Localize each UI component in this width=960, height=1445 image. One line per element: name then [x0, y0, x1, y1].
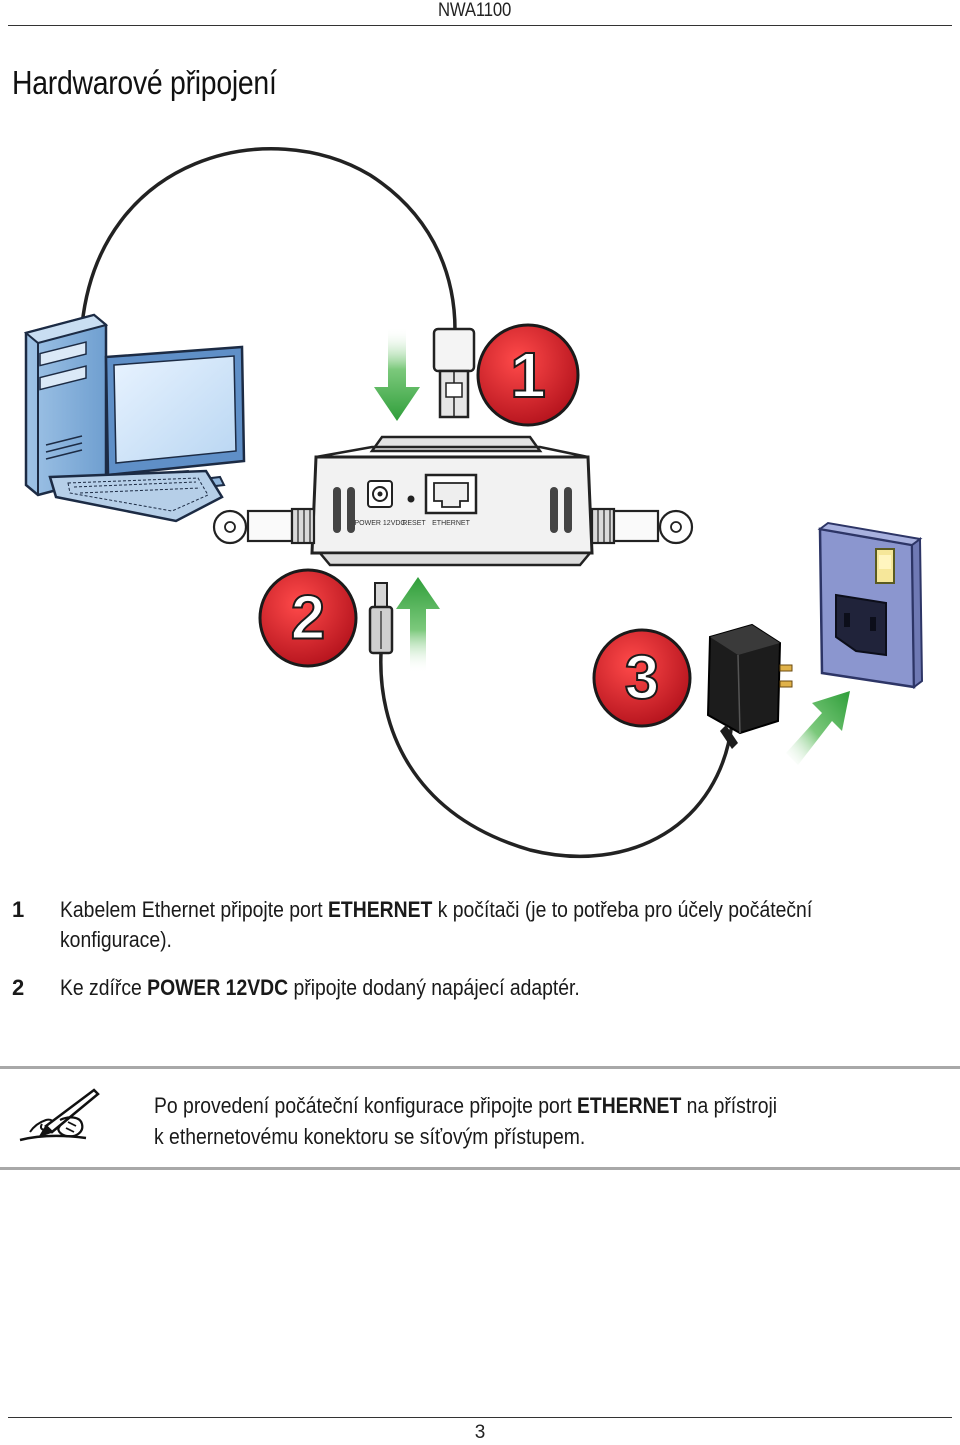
- note-line: na přístroji: [681, 1093, 778, 1118]
- step-text: konfigurace).: [60, 927, 172, 952]
- port-name: POWER 12VDC: [147, 975, 289, 1000]
- note-line: k ethernetovému konektoru se síťovým pří…: [154, 1124, 586, 1149]
- ethernet-plug-icon: [432, 327, 476, 419]
- step-text: Ke zdířce: [60, 975, 148, 1000]
- header-rule: [8, 25, 952, 26]
- svg-text:2: 2: [291, 584, 325, 653]
- callout-2-icon: 2: [258, 568, 358, 668]
- page-number: 3: [474, 1422, 486, 1443]
- callout-1-icon: 1: [476, 323, 580, 427]
- svg-text:ETHERNET: ETHERNET: [432, 520, 470, 527]
- insert-arrow-2-icon: [396, 577, 440, 673]
- hardware-connection-diagram: 1 POWER 12VDC RESET ETHERNET: [23, 147, 924, 859]
- port-name: ETHERNET: [576, 1093, 682, 1118]
- page-title: Hardwarové připojení: [12, 64, 277, 101]
- note-line: Po provedení počáteční konfigurace připo…: [154, 1093, 577, 1118]
- step-text: připojte dodaný napájecí adaptér.: [288, 975, 580, 1000]
- insert-arrow-1-icon: [374, 327, 420, 421]
- port-name: ETHERNET: [327, 897, 433, 922]
- svg-text:3: 3: [625, 644, 659, 713]
- step-number: 1: [12, 897, 25, 922]
- insert-arrow-3-icon: [786, 691, 850, 765]
- power-cable: [379, 652, 734, 859]
- wall-socket-icon: [817, 521, 924, 689]
- note-rule-bottom: [0, 1167, 960, 1170]
- access-point-device-icon: POWER 12VDC RESET ETHERNET: [212, 435, 694, 567]
- step-text: Kabelem Ethernet připojte port: [60, 897, 328, 922]
- svg-text:RESET: RESET: [402, 520, 426, 527]
- svg-text:1: 1: [510, 339, 546, 411]
- svg-text:POWER 12VDC: POWER 12VDC: [355, 520, 406, 527]
- note-rule-top: [0, 1066, 960, 1069]
- callout-3-icon: 3: [592, 628, 692, 728]
- note-text: Po provedení počáteční konfigurace připo…: [154, 1090, 862, 1152]
- power-plug-icon: [368, 582, 394, 655]
- model-name: NWA1100: [438, 0, 512, 21]
- footer-rule: [8, 1417, 952, 1418]
- step-text: k počítači (je to potřeba pro účely počá…: [432, 897, 813, 922]
- desktop-computer-icon: [23, 313, 246, 523]
- running-header: NWA1100: [0, 0, 960, 22]
- power-adapter-icon: [706, 623, 793, 749]
- ethernet-cable: [80, 147, 457, 331]
- note-pen-icon: [19, 1088, 100, 1142]
- step-number: 2: [12, 975, 25, 1000]
